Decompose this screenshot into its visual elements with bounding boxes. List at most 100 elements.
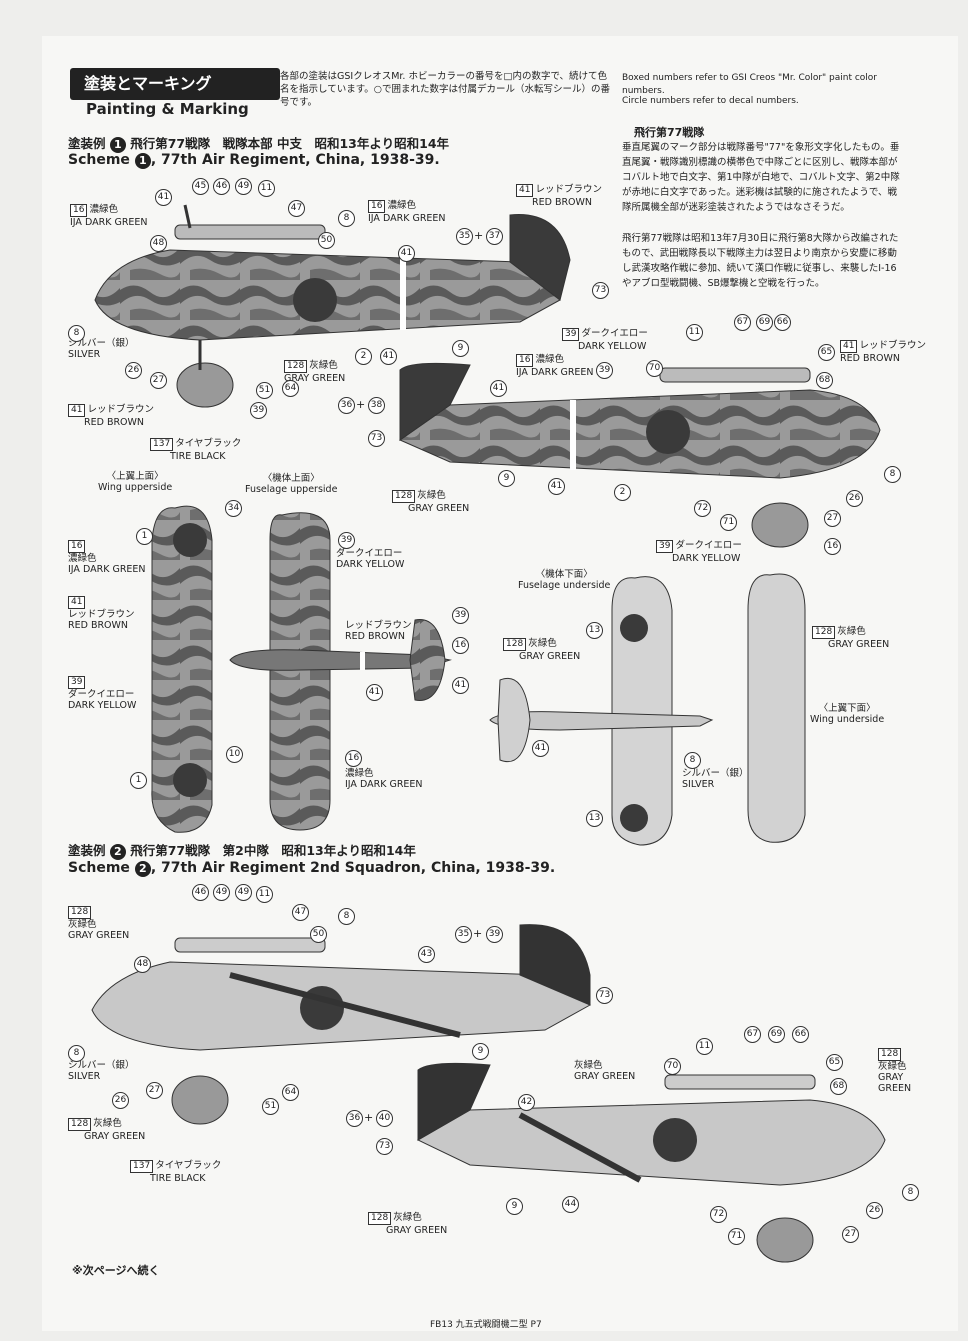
- decal-34: 34: [225, 500, 242, 517]
- decal-73-c: 73: [596, 987, 613, 1004]
- decal-71: 71: [720, 514, 737, 531]
- decal-11-d: 11: [696, 1038, 713, 1055]
- scheme1-title-en: Scheme 1, 77th Air Regiment, China, 1938…: [68, 152, 440, 169]
- decal-41-b: 41: [398, 245, 415, 262]
- decal-8-f: 8: [68, 1045, 85, 1062]
- decal-43: 43: [418, 946, 435, 963]
- decal-8-b: 8: [68, 325, 85, 342]
- scheme1-detail-en: , 77th Air Regiment, China, 1938-39.: [150, 152, 440, 168]
- scheme2-side-right: [416, 1062, 886, 1263]
- scheme2-detail-jp: 飛行第77戦隊 第2中隊 昭和13年より昭和14年: [130, 843, 416, 858]
- scheme2-number-badge: 2: [109, 844, 126, 860]
- decal-36-b: 36: [346, 1110, 363, 1127]
- decal-26-c: 26: [112, 1092, 129, 1109]
- scheme1-title-jp: 塗装例 1 飛行第77戦隊 戦隊本部 中支 昭和13年より昭和14年: [68, 133, 449, 153]
- decal-70-b: 70: [664, 1058, 681, 1075]
- scheme2-label-jp: 塗装例: [68, 843, 106, 858]
- decal-2: 2: [355, 348, 372, 365]
- decal-73-b: 73: [368, 430, 385, 447]
- decal-72-b: 72: [710, 1206, 727, 1223]
- history-paragraph-2: 飛行第77戦隊は昭和13年7月30日に飛行第8大隊から改編されたもので、武田戦隊…: [622, 233, 899, 289]
- decal-48-b: 48: [134, 956, 151, 973]
- decal-50-b: 50: [310, 926, 327, 943]
- scheme1-side-left: [94, 204, 571, 408]
- decal-1-b: 1: [130, 772, 147, 789]
- decal-73-d: 73: [376, 1138, 393, 1155]
- scheme2-label-en: Scheme: [68, 860, 130, 876]
- decal-9-b: 9: [498, 470, 515, 487]
- decal-69: 69: [756, 314, 773, 331]
- decal-41-g: 41: [366, 684, 383, 701]
- decal-51: 51: [256, 382, 273, 399]
- view-label-wing-upper: 〈上翼上面〉Wing upperside: [98, 471, 173, 493]
- decal-44: 44: [562, 1196, 579, 1213]
- decal-27-b: 27: [824, 510, 841, 527]
- view-label-fuselage-under: 〈機体下面〉Fuselage underside: [518, 569, 611, 591]
- plus-sign-4: +: [364, 1111, 374, 1124]
- decal-26-d: 26: [866, 1202, 883, 1219]
- history-paragraph-1: 垂直尾翼のマーク部分は戦隊番号"77"を象形文字化したもの。垂直尾翼・戦隊識別標…: [622, 142, 900, 213]
- decal-9-c: 9: [472, 1043, 489, 1060]
- decal-39-c: 39: [338, 532, 355, 549]
- decal-65: 65: [818, 344, 835, 361]
- decal-46: 46: [213, 178, 230, 195]
- decal-41-f: 41: [452, 677, 469, 694]
- decal-16-c: 16: [824, 538, 841, 555]
- view-label-wing-under: 〈上翼下面〉Wing underside: [810, 703, 885, 725]
- decal-35-b: 35: [455, 926, 472, 943]
- decal-13-a: 13: [586, 622, 603, 639]
- section-title: 塗装とマーキング: [70, 68, 280, 100]
- continue-note: ※次ページへ続く: [72, 1264, 160, 1277]
- scheme2-number-badge-en: 2: [134, 861, 151, 877]
- decal-68: 68: [816, 372, 833, 389]
- decal-8-d: 8: [684, 752, 701, 769]
- plus-sign-2: +: [356, 398, 366, 411]
- scheme1-number-badge: 1: [109, 137, 126, 153]
- scheme2-title-en: Scheme 2, 77th Air Regiment 2nd Squadron…: [68, 860, 555, 877]
- scheme1-side-right: [398, 362, 881, 548]
- decal-68-b: 68: [830, 1078, 847, 1095]
- decal-69-b: 69: [768, 1026, 785, 1043]
- decal-39-b: 39: [596, 362, 613, 379]
- fuselage-upperside: [229, 512, 452, 831]
- decal-10: 10: [226, 746, 243, 763]
- scheme2-side-left: [91, 924, 591, 1125]
- decal-8-a: 8: [338, 210, 355, 227]
- decal-16-d: 16: [452, 637, 469, 654]
- decal-11-c: 11: [256, 886, 273, 903]
- decal-16-e: 16: [345, 750, 362, 767]
- decal-41-c: 41: [380, 348, 397, 365]
- decal-27-d: 27: [842, 1226, 859, 1243]
- view-label-fuselage-upper: 〈機体上面〉Fuselage upperside: [245, 473, 338, 495]
- callout-silver-1: シルバー（銀）SILVER: [68, 338, 135, 360]
- decal-35: 35: [456, 228, 473, 245]
- decal-72: 72: [694, 500, 711, 517]
- decal-41-e: 41: [548, 478, 565, 495]
- decal-49-c: 49: [235, 884, 252, 901]
- decal-9-d: 9: [506, 1198, 523, 1215]
- wing-upperside: [151, 505, 213, 833]
- decal-48: 48: [150, 235, 167, 252]
- fuselage-underside: [489, 576, 714, 846]
- decal-37: 37: [486, 228, 503, 245]
- decal-67: 67: [734, 314, 751, 331]
- paint-note-en-1: Boxed numbers refer to GSI Creos "Mr. Co…: [622, 73, 878, 96]
- callout-silver-3: シルバー（銀）SILVER: [68, 1060, 135, 1082]
- history-heading: 飛行第77戦隊: [634, 126, 705, 139]
- scheme2-title-jp: 塗装例 2 飛行第77戦隊 第2中隊 昭和13年より昭和14年: [68, 840, 416, 860]
